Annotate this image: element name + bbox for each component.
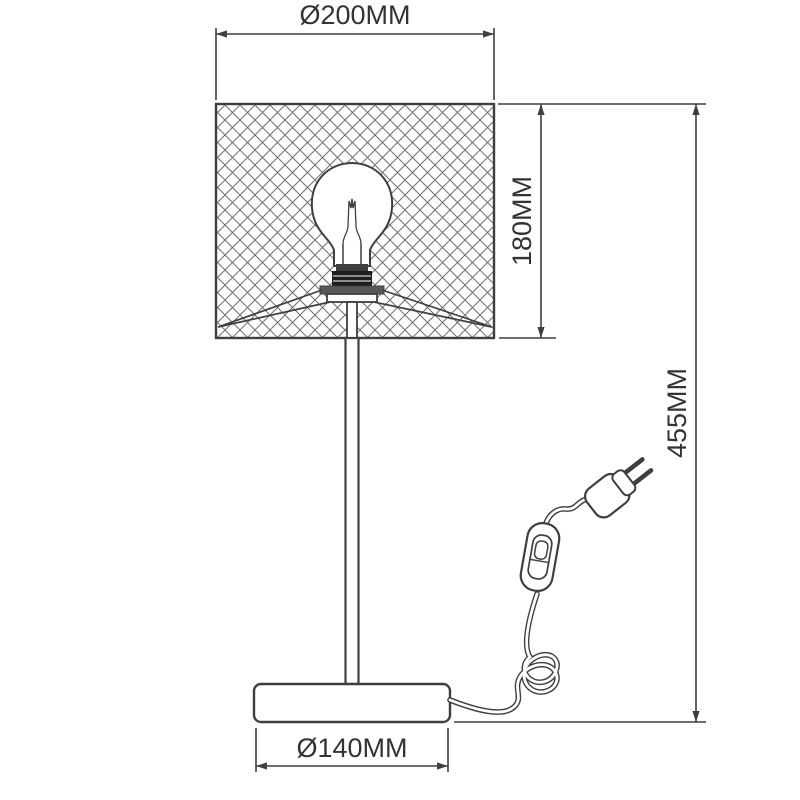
dimension-base-width: Ø140MM <box>255 728 449 772</box>
dimension-overall-height: 455MM <box>454 103 706 723</box>
power-cord <box>447 496 596 715</box>
bulb-filament <box>342 198 362 266</box>
lamp-pole <box>344 336 360 686</box>
label-base-width: Ø140MM <box>296 733 407 763</box>
dimension-shade-width: Ø200MM <box>215 0 495 100</box>
shade-support-arms <box>217 289 493 328</box>
label-shade-width: Ø200MM <box>299 0 410 30</box>
dimension-shade-height: 180MM <box>499 104 556 339</box>
label-shade-height: 180MM <box>507 176 537 266</box>
inline-switch <box>519 522 561 592</box>
lamp-base <box>252 682 452 724</box>
power-plug <box>583 457 654 519</box>
label-overall-height: 455MM <box>662 368 692 458</box>
